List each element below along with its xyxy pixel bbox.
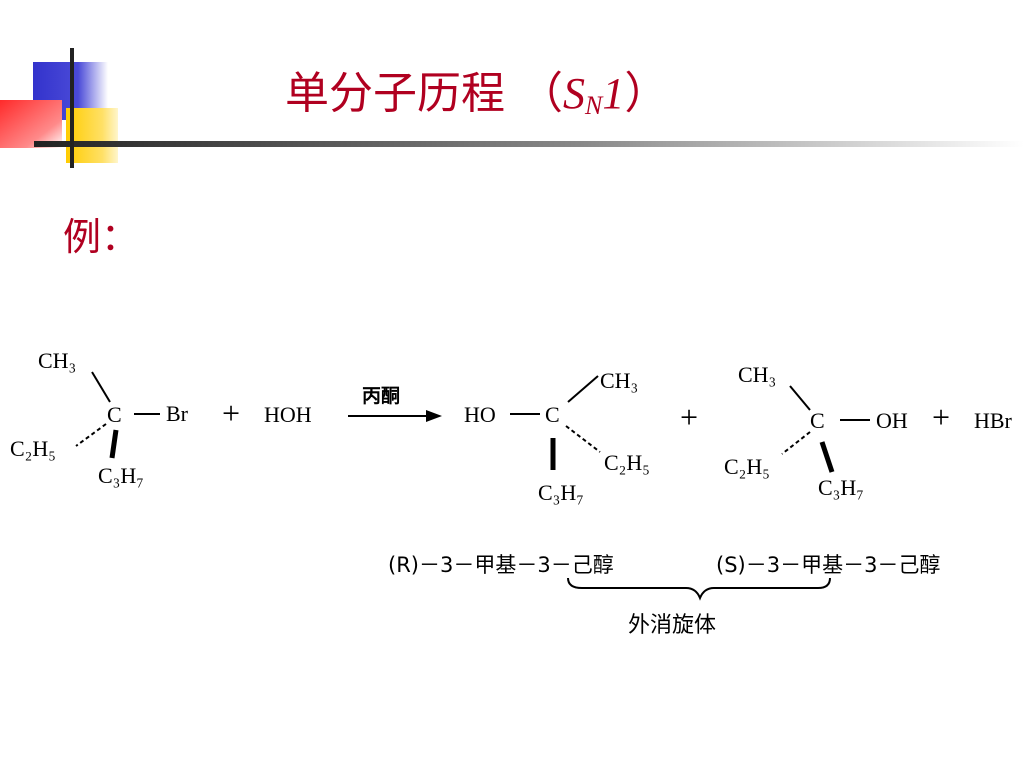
name-s-isomer: (S)－3－甲基－3－己醇: [716, 553, 940, 577]
product-r-right-group: C₂H₅: [604, 450, 650, 475]
product-s-bond-dashed: [781, 431, 811, 455]
reactant-top-group: CH₃: [38, 348, 76, 373]
reactant-bond-dashed: [75, 423, 107, 447]
title-s: S: [563, 69, 585, 118]
product-s-molecule: CH₃ C OH C₂H₅ C₃H₇: [724, 362, 908, 500]
reactant-leaving-group: Br: [166, 401, 189, 426]
product-s-bottom-group: C₃H₇: [818, 475, 864, 500]
reagent: HOH: [264, 402, 312, 427]
product-s-top-group: CH₃: [738, 362, 776, 387]
product-s-bond-top: [789, 385, 811, 411]
reaction-scheme: CH₃ C Br C₂H₅ C₃H₇ + HOH 丙酮 HO C CH₃ C₂H…: [10, 348, 1013, 638]
name-r-isomer: (R)－3－甲基－3－己醇: [388, 553, 614, 577]
product-r-hydroxyl: HO: [464, 402, 496, 427]
product-r-top-group: CH₃: [600, 368, 638, 393]
slide-decoration: [0, 48, 1024, 168]
plus-sign-2: +: [680, 399, 698, 435]
reactant-left-group: C₂H₅: [10, 436, 56, 461]
deco-vertical-rule: [70, 48, 74, 168]
reactant-molecule: CH₃ C Br C₂H₅ C₃H₇: [10, 348, 189, 488]
product-s-hydroxyl: OH: [876, 408, 908, 433]
slide-title: 单分子历程 （SN1）: [285, 72, 668, 119]
title-cjk: 单分子历程: [285, 68, 505, 119]
product-s-center: C: [810, 408, 825, 433]
title-open-paren: （: [519, 68, 563, 119]
example-label: 例：: [63, 215, 140, 259]
product-r-bottom-group: C₃H₇: [538, 480, 584, 505]
racemate-label: 外消旋体: [628, 613, 716, 638]
product-s-left-group: C₂H₅: [724, 454, 770, 479]
racemate-brace: [567, 577, 831, 601]
reactant-center: C: [107, 402, 122, 427]
reactant-bond-wedge: [109, 429, 119, 459]
product-r-bond-top: [567, 375, 599, 403]
title-close-paren: ）: [624, 68, 669, 119]
title-subscript: N: [585, 91, 603, 120]
reaction-arrow: 丙酮: [348, 385, 442, 422]
product-r-bond-dashed: [565, 425, 601, 453]
product-r-molecule: HO C CH₃ C₂H₅ C₃H₇: [464, 368, 650, 505]
deco-red-block: [0, 100, 62, 148]
deco-horizontal-rule: [34, 141, 1024, 147]
byproduct: HBr: [974, 408, 1013, 433]
title-one: 1: [602, 69, 625, 118]
product-r-center: C: [545, 402, 560, 427]
deco-yellow-square: [66, 108, 118, 163]
solvent-label: 丙酮: [362, 385, 400, 407]
plus-sign-3: +: [932, 399, 950, 435]
plus-sign-1: +: [222, 395, 240, 431]
reactant-bond-top: [91, 371, 111, 403]
reactant-bottom-group: C₃H₇: [98, 463, 144, 488]
product-s-bond-wedge: [819, 441, 835, 473]
